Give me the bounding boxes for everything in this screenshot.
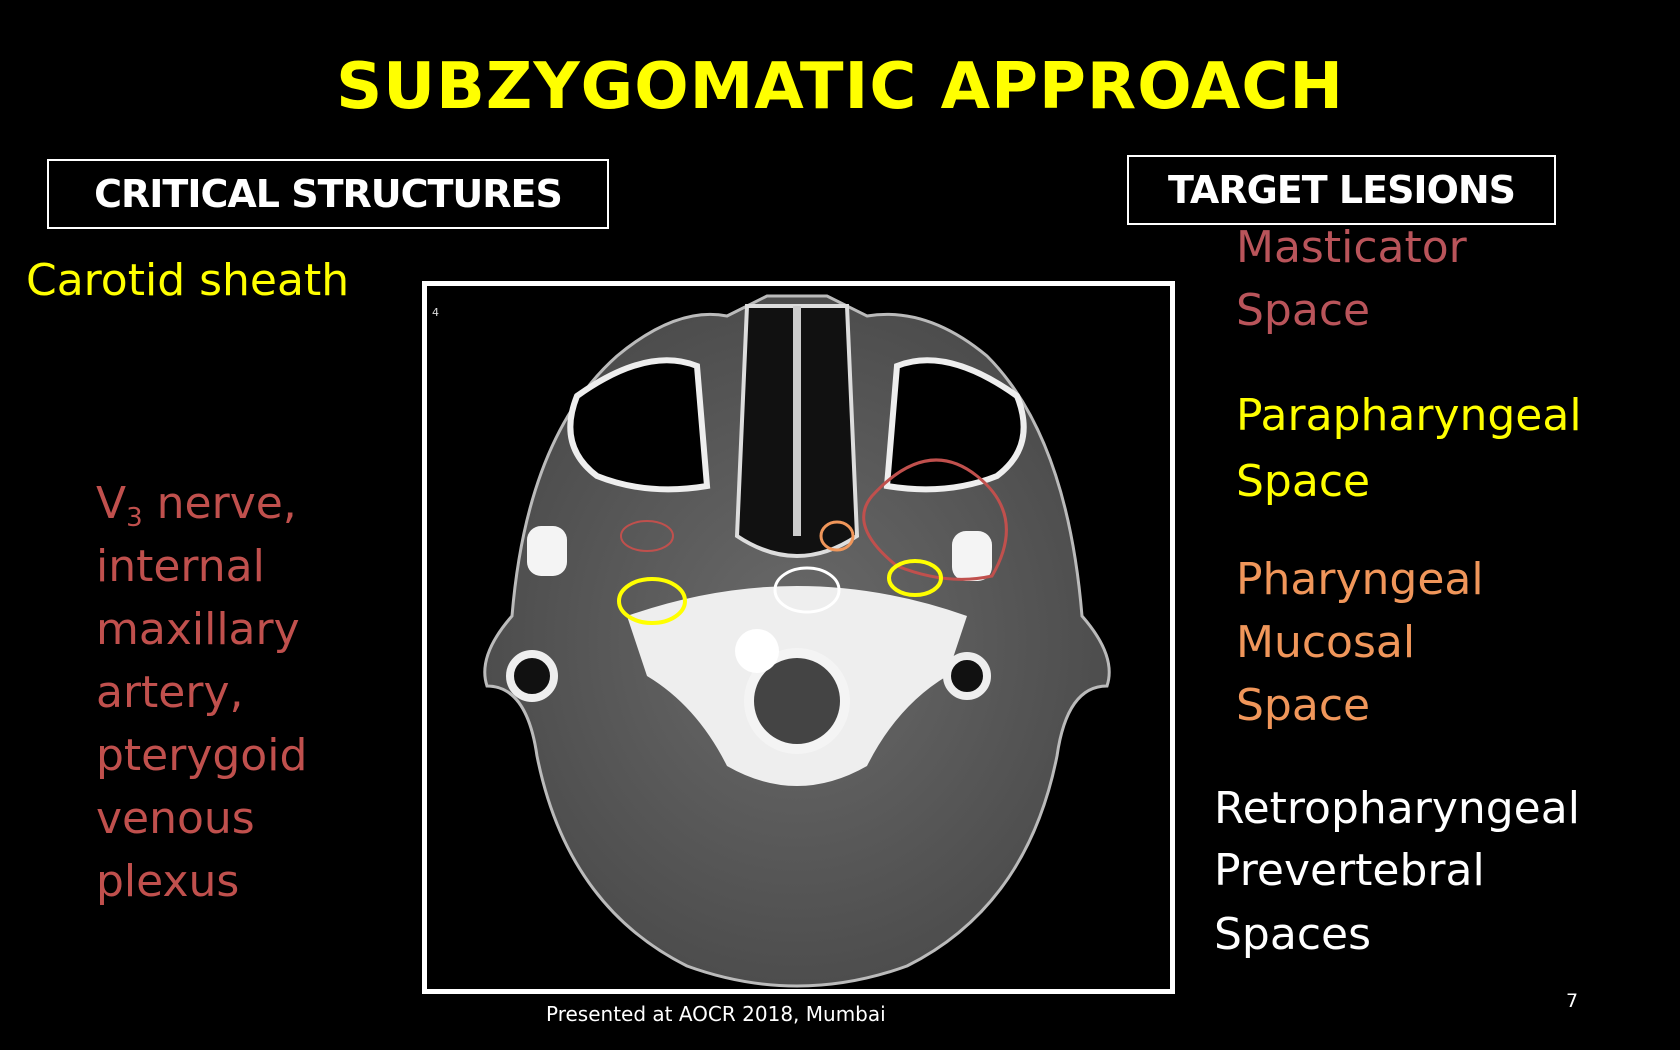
footer-credit: Presented at AOCR 2018, Mumbai xyxy=(546,1002,886,1026)
masticator-line: Space xyxy=(1236,285,1371,336)
v3-subscript: 3 xyxy=(126,503,143,533)
retro-line: Prevertebral xyxy=(1214,845,1485,896)
masticator-line: Masticator xyxy=(1236,222,1467,273)
masticator-annotation xyxy=(862,458,1008,581)
pharyngeal-mucosal-annotation xyxy=(819,520,855,552)
pharyngeal-mucosal-line: Pharyngeal xyxy=(1236,554,1484,605)
v3-rest: nerve, xyxy=(142,478,297,529)
retro-line: Spaces xyxy=(1214,909,1372,960)
parapharyngeal-line: Space xyxy=(1236,456,1371,507)
ct-scan-image: 4 xyxy=(422,281,1175,994)
pharyngeal-mucosal-line: Space xyxy=(1236,680,1371,731)
ct-axial-illustration xyxy=(483,294,1111,988)
carotid-annotation-right xyxy=(887,559,943,597)
page-number: 7 xyxy=(1566,990,1579,1012)
v3-annotation xyxy=(620,520,674,552)
v3-line: V3 nerve, xyxy=(96,472,307,535)
parapharyngeal-line: Parapharyngeal xyxy=(1236,390,1582,441)
retropharyngeal-annotation xyxy=(773,566,841,614)
list-line: internal xyxy=(96,541,265,592)
critical-structures-heading: CRITICAL STRUCTURES xyxy=(47,159,609,229)
v3-prefix: V xyxy=(96,478,127,529)
v3-structures-list: V3 nerve, internal maxillary artery, pte… xyxy=(96,472,307,913)
list-line: pterygoid xyxy=(96,730,308,781)
list-line: plexus xyxy=(96,856,240,907)
retro-line: Retropharyngeal xyxy=(1214,783,1580,834)
target-lesions-heading: TARGET LESIONS xyxy=(1127,155,1556,225)
slide-title: SUBZYGOMATIC APPROACH xyxy=(336,50,1344,124)
list-line: venous xyxy=(96,793,255,844)
pharyngeal-mucosal-line: Mucosal xyxy=(1236,617,1416,668)
slice-label: 4 xyxy=(432,306,439,319)
carotid-annotation-left xyxy=(617,577,687,625)
list-line: artery, xyxy=(96,667,244,718)
list-line: maxillary xyxy=(96,604,300,655)
carotid-sheath-label: Carotid sheath xyxy=(26,255,350,306)
